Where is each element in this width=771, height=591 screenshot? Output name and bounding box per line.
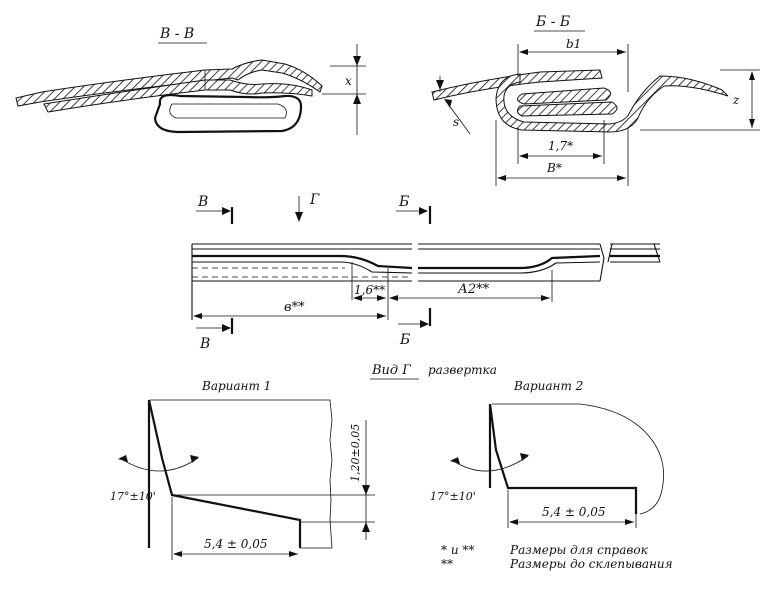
cut-b-top-label: Б: [398, 194, 409, 210]
variant-1-width-label: 5,4 ± 0,05: [204, 537, 268, 551]
section-b-b: Б - Б b1 z s 1,7* В*: [431, 14, 760, 186]
dim-z-label: z: [732, 93, 740, 107]
section-b-b-title: Б - Б: [535, 14, 570, 30]
cut-v-bottom-label: В: [199, 336, 210, 352]
tube-outline: [153, 93, 303, 134]
section-v-v-title: В - В: [159, 26, 194, 42]
view-caption: Вид Г развертка: [370, 363, 497, 380]
variant-1-title: Вариант 1: [201, 379, 271, 393]
notes: * и ** ** Размеры для справок Размеры до…: [441, 543, 673, 571]
dim-b1-label: b1: [566, 37, 581, 51]
variant-1-angle-label: 17°±10': [110, 490, 156, 503]
dim-v-star-label: В*: [546, 161, 562, 175]
note-mark-2: **: [441, 557, 453, 571]
cut-v-top-label: В: [197, 194, 208, 210]
dim-17-label: 1,7*: [548, 139, 573, 153]
variant-2-angle-label: 17°±10': [430, 490, 476, 503]
dim-x-label: x: [345, 74, 352, 88]
variant-2-profile: [488, 403, 638, 514]
note-text-1: Размеры для справок: [509, 543, 649, 557]
variant-1-height-label: 1,20±0,05: [349, 424, 362, 482]
upper-sheet: [15, 59, 323, 107]
dim-16-label: 1,6**: [354, 283, 385, 297]
plan-view: В Г Б: [191, 192, 661, 352]
dim-a2-label: А2**: [457, 282, 490, 297]
left-sheet: [431, 69, 603, 101]
dim-s-label: s: [453, 115, 459, 129]
dim-v-dbl-label: в**: [284, 300, 305, 315]
view-g-label: Г: [309, 192, 320, 208]
variant-2-title: Вариант 2: [513, 379, 583, 393]
variant-1: Вариант 1 1,20±0,05 5,4 ± 0,05 17°±10': [110, 379, 375, 560]
folded-seam: [495, 73, 729, 133]
note-mark-1: * и **: [441, 543, 474, 557]
variant-2: Вариант 2 5,4 ± 0,05 17°±10': [430, 379, 665, 528]
view-caption-label: Вид Г: [371, 363, 411, 378]
note-text-2: Размеры до склепывания: [509, 557, 673, 571]
variant-2-width-label: 5,4 ± 0,05: [542, 505, 606, 519]
cut-b-bottom-label: Б: [399, 332, 410, 348]
view-caption-sub: развертка: [428, 363, 497, 377]
section-v-v: В - В x: [15, 26, 366, 135]
